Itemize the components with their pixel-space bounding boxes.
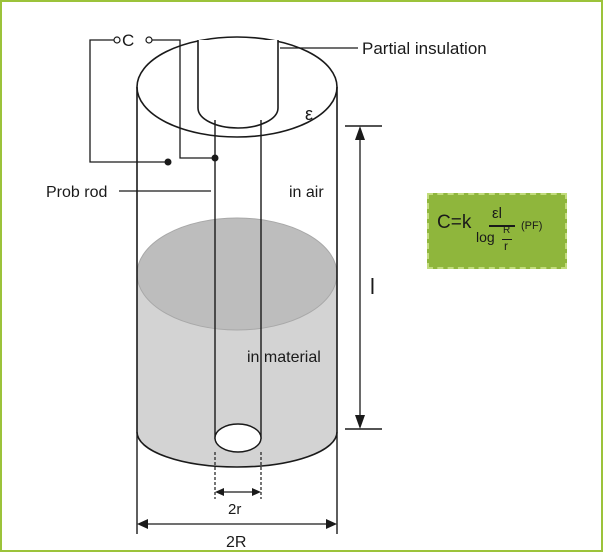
- inner-arrow-left: [215, 488, 224, 496]
- outer-arrow-left: [137, 519, 148, 529]
- outer-arrow-right: [326, 519, 337, 529]
- wire-to-rod: [152, 39, 215, 159]
- formula-fraction-bar: [489, 225, 515, 227]
- formula-lhs: C=k: [437, 212, 472, 233]
- length-label: l: [370, 274, 375, 299]
- inner-arrow-right: [252, 488, 261, 496]
- probe-rod-end: [214, 423, 262, 453]
- prob-rod-label: Prob rod: [46, 184, 107, 201]
- epsilon-label: ε: [305, 104, 313, 124]
- inner-diameter-label: 2r: [228, 501, 241, 518]
- insulation-sleeve: [197, 40, 279, 129]
- length-arrow-top: [355, 126, 365, 140]
- formula-unit: (PF): [521, 220, 543, 232]
- capacitance-formula: C=k εl log R r (PF): [427, 193, 567, 269]
- outer-diameter-label: 2R: [226, 534, 246, 551]
- formula-R: R: [503, 225, 511, 236]
- in-material-label: in material: [247, 349, 321, 366]
- formula-numerator: εl: [492, 205, 503, 222]
- vessel-bottom: [136, 431, 338, 468]
- cap-terminal-right: [145, 36, 153, 44]
- cap-terminal-left: [113, 36, 121, 44]
- in-air-label: in air: [289, 184, 324, 201]
- vessel-junction: [164, 158, 172, 166]
- capacitor-label: C: [122, 31, 134, 50]
- material-surface: [136, 217, 338, 331]
- length-arrow-bottom: [355, 415, 365, 429]
- partial-insulation-label: Partial insulation: [362, 39, 487, 58]
- formula-ratio-bar: [502, 239, 512, 240]
- formula-log: log: [476, 229, 495, 245]
- wire-to-vessel: [89, 39, 168, 163]
- rod-junction: [211, 154, 219, 162]
- formula-r: r: [504, 239, 508, 253]
